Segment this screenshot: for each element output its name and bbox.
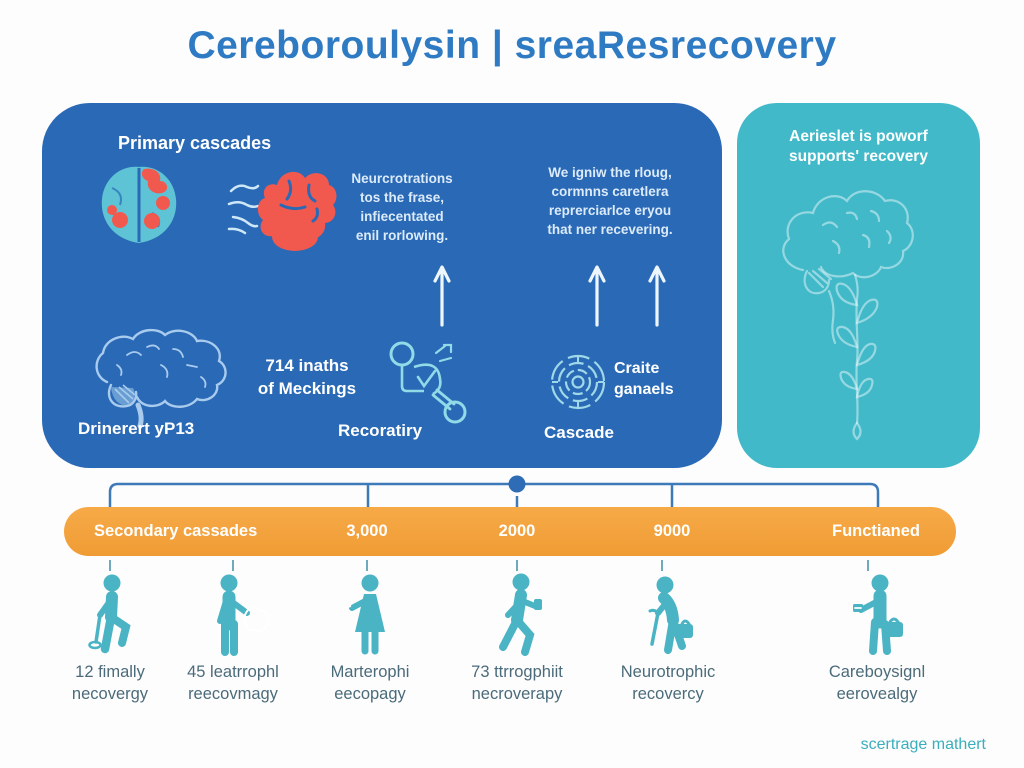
tick-mark xyxy=(366,560,368,571)
tick-mark xyxy=(516,560,518,571)
note-block-1: Neurcrotrations tos the frase, infiecent… xyxy=(351,171,453,244)
up-arrow-icon xyxy=(433,265,451,327)
tick-mark xyxy=(867,560,869,571)
brain-top-view-icon xyxy=(101,166,177,243)
person-with-briefcase-icon xyxy=(853,574,903,655)
molecule-pathway-icon xyxy=(389,341,467,424)
recovery-stage-label: 12 fimally necovergy xyxy=(71,663,149,703)
page-title: Cereboroulysin | sreaResrecovery xyxy=(187,24,837,67)
tick-mark xyxy=(109,560,111,571)
recovery-stage-item: 45 leatrrophl reecovmagy xyxy=(158,572,308,706)
tick-mark xyxy=(661,560,663,571)
secondary-cascades-bar: Secondary cassades 3,000 2000 9000 Funct… xyxy=(64,507,956,556)
recovery-stage-label: Careboysignl eerovealgy xyxy=(828,663,926,703)
target-label: Craite ganaels xyxy=(614,360,674,398)
brain-outline-icon xyxy=(95,328,227,429)
molecule-label: Recoratiry xyxy=(338,421,423,440)
bar-label-9000: 9000 xyxy=(653,522,691,540)
person-with-cane-and-case-icon xyxy=(648,576,693,654)
brain-nervous-system-outline-icon xyxy=(782,190,914,441)
primary-panel-heading: Primary cascades xyxy=(118,133,272,153)
brain-outline-label: Drinerert yP13 xyxy=(78,419,195,438)
note-block-2: We igniw the rloug, cormnns caretlera re… xyxy=(547,165,673,238)
timeline-connector xyxy=(108,475,880,510)
up-arrow-icon xyxy=(648,265,666,327)
up-arrow-icon xyxy=(588,265,606,327)
bar-label-2000: 2000 xyxy=(498,522,536,540)
footer-caption: scertrage mathert xyxy=(860,736,986,753)
connector-dot xyxy=(508,475,526,493)
side-panel-heading: Aerieslet is poworf supports' recovery xyxy=(789,128,928,166)
recovery-stage-label: Marterophi eecopagy xyxy=(330,663,410,703)
bar-label-functianed: Functianed xyxy=(831,522,921,540)
recovery-stage-item: Marterophi eecopagy xyxy=(295,572,445,706)
person-holding-bag-icon xyxy=(217,574,270,656)
recovery-stage-item: Neurotrophic recovercy xyxy=(593,572,743,706)
stat-text: 714 inaths of Meckings xyxy=(257,356,357,398)
person-with-cane-icon xyxy=(88,574,131,654)
bar-label-3000: 3,000 xyxy=(346,522,388,540)
brain-impact-icon xyxy=(227,171,337,251)
person-walking-icon xyxy=(499,573,542,656)
bar-label-secondary: Secondary cassades xyxy=(94,522,258,540)
tick-mark xyxy=(232,560,234,571)
recovery-stage-label: 45 leatrrophl reecovmagy xyxy=(187,663,279,703)
recovery-stage-item: 12 fimally necovergy xyxy=(35,572,185,706)
recovery-stage-item: 73 ttrrogphiit necroverapy xyxy=(442,572,592,706)
recovery-stage-label: Neurotrophic recovercy xyxy=(620,663,716,703)
recovery-stage-item: Careboysignl eerovealgy xyxy=(802,572,952,706)
target-maze-icon xyxy=(550,354,606,410)
cascade-label: Cascade xyxy=(544,423,614,442)
recovery-support-panel: Aerieslet is poworf supports' recovery xyxy=(737,103,980,468)
woman-pointing-icon xyxy=(341,574,385,655)
primary-cascades-panel: Primary cascades Neurcrotrations tos the… xyxy=(42,103,722,468)
recovery-stage-label: 73 ttrrogphiit necroverapy xyxy=(471,663,563,703)
